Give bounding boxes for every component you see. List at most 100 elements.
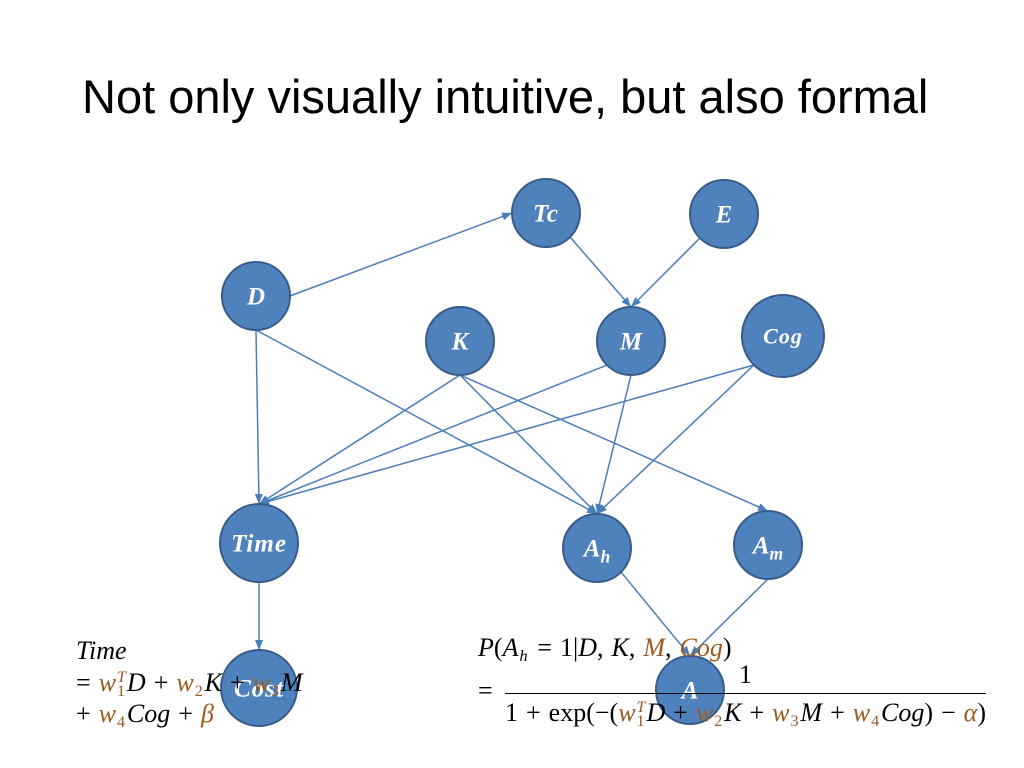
symbol-text: w bbox=[772, 698, 790, 727]
node-circle bbox=[425, 306, 495, 376]
formula-symbol: Cog bbox=[881, 698, 924, 727]
edge-layer bbox=[254, 212, 769, 657]
node-label-main: K bbox=[451, 328, 471, 355]
node-label-main: A bbox=[751, 532, 770, 559]
node-d: D bbox=[221, 261, 291, 331]
formula-symbol: + bbox=[741, 698, 772, 727]
symbol-text: w bbox=[618, 698, 636, 727]
node-circle bbox=[221, 261, 291, 331]
edge-arrow bbox=[630, 237, 701, 308]
symbol-text: + bbox=[221, 668, 253, 697]
formula-symbol: = bbox=[76, 668, 99, 697]
coefficient-symbol: β bbox=[201, 699, 214, 728]
symbol-text: + bbox=[76, 699, 99, 728]
symbol-text: ) bbox=[977, 698, 986, 727]
node-label: Am bbox=[751, 532, 783, 563]
subscript: 2 bbox=[194, 682, 203, 700]
node-label: Tc bbox=[533, 200, 559, 227]
coefficient-symbol: Cog bbox=[680, 633, 723, 662]
node-m: M bbox=[596, 306, 666, 376]
formula-symbol: D bbox=[127, 668, 146, 697]
symbol-text: D bbox=[578, 633, 598, 662]
script-group: 3 bbox=[790, 705, 801, 729]
subscript: 4 bbox=[117, 713, 126, 731]
formula-symbol: ( bbox=[494, 633, 503, 662]
symbol-text: = bbox=[76, 668, 99, 697]
subscript: 1 bbox=[636, 712, 645, 730]
formula-symbol: K bbox=[612, 633, 629, 662]
node-tc: Tc bbox=[511, 178, 581, 248]
symbol-text: K bbox=[724, 698, 742, 727]
symbol-text: w bbox=[98, 699, 117, 728]
node-label-main: Cog bbox=[763, 323, 803, 348]
subscript: 2 bbox=[714, 712, 723, 730]
formula-symbol: 1 bbox=[739, 660, 752, 689]
symbol-text: w bbox=[852, 698, 871, 727]
node-circle bbox=[596, 306, 666, 376]
node-label: K bbox=[451, 328, 471, 355]
node-label: D bbox=[246, 283, 265, 310]
subscript: h bbox=[519, 647, 528, 665]
edge-arrow bbox=[596, 364, 755, 515]
symbol-text: w bbox=[252, 668, 270, 697]
symbol-text: Time bbox=[76, 636, 127, 665]
node-label-main: A bbox=[680, 677, 699, 704]
script-group: 2 bbox=[194, 675, 205, 699]
formula-symbol: D bbox=[578, 633, 597, 662]
symbol-text: w bbox=[695, 698, 714, 727]
slide-title: Not only visually intuitive, but also fo… bbox=[82, 70, 929, 123]
symbol-text: + bbox=[145, 668, 177, 697]
node-label: Cost bbox=[234, 675, 284, 702]
formula-symbol: , bbox=[665, 633, 680, 662]
script-group: 4 bbox=[870, 705, 881, 729]
node-time: Time bbox=[219, 503, 299, 583]
formula-line: Time bbox=[76, 638, 127, 664]
edge-arrow bbox=[255, 329, 598, 515]
symbol-text: w bbox=[98, 668, 117, 697]
formula-symbol: M bbox=[800, 698, 822, 727]
node-label: Cog bbox=[763, 323, 803, 348]
node-circle bbox=[689, 179, 759, 249]
formula-symbol: + bbox=[222, 668, 253, 697]
symbol-text: , bbox=[628, 633, 644, 662]
edge-arrow bbox=[258, 364, 608, 505]
symbol-text: w bbox=[176, 668, 194, 697]
script-group: h bbox=[518, 640, 529, 664]
node-cog: Cog bbox=[741, 294, 825, 378]
node-circle bbox=[741, 294, 825, 378]
formula-symbol: 1 + exp(−( bbox=[505, 698, 618, 727]
formula-symbol: Cog bbox=[127, 699, 170, 728]
edge-arrow bbox=[595, 374, 632, 515]
node-k: K bbox=[425, 306, 495, 376]
node-circle bbox=[511, 178, 581, 248]
node-circle bbox=[562, 513, 632, 583]
node-circle bbox=[655, 655, 725, 725]
symbol-text: β bbox=[200, 699, 214, 728]
symbol-text: M bbox=[643, 633, 666, 662]
edge-arrow bbox=[258, 374, 461, 505]
symbol-text: D bbox=[646, 698, 666, 727]
symbol-text: K bbox=[204, 668, 222, 697]
subscript: 3 bbox=[790, 712, 799, 730]
node-label-main: E bbox=[715, 201, 733, 228]
node-cost: Cost bbox=[220, 649, 298, 727]
formula-symbol: , bbox=[597, 633, 612, 662]
symbol-text: Cog bbox=[881, 698, 925, 727]
symbol-text: , bbox=[665, 633, 680, 662]
symbol-text: A bbox=[502, 633, 519, 662]
node-label-main: A bbox=[582, 535, 601, 562]
node-circle bbox=[733, 510, 803, 580]
formula-symbol: P bbox=[478, 633, 494, 662]
coefficient-symbol: α bbox=[964, 698, 978, 727]
symbol-text: M bbox=[280, 668, 303, 697]
